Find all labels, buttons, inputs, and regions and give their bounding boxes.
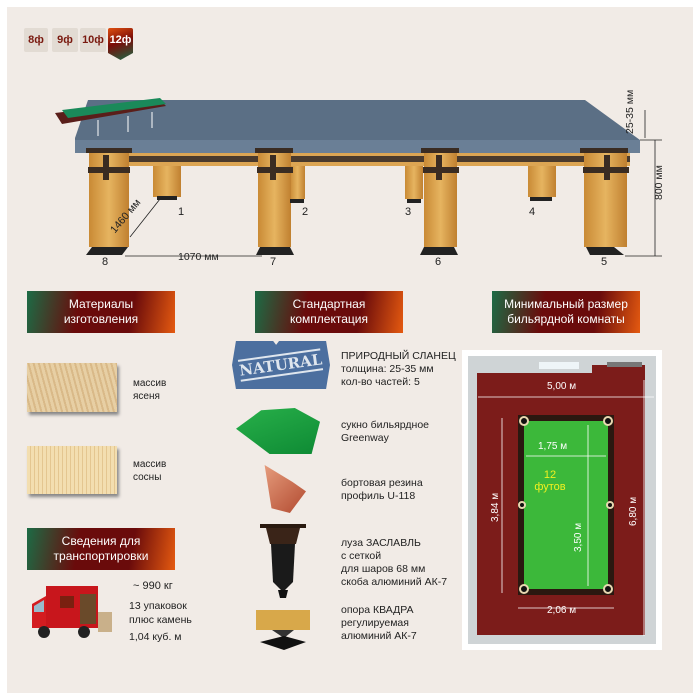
header-line: Минимальный размер <box>504 297 628 311</box>
table-height-label: 800 мм <box>653 165 665 200</box>
header-line: Сведения для <box>61 534 141 548</box>
leg-number: 8 <box>102 256 109 268</box>
size-tab-12ft[interactable]: 12ф <box>108 28 133 60</box>
room-plan <box>462 350 662 650</box>
room-length-label: 6,80 м <box>628 496 639 526</box>
natural-stamp: NATURAL <box>238 348 324 382</box>
line: кол-во частей: 5 <box>341 376 420 388</box>
leg-foot-image <box>256 610 310 650</box>
line: сосны <box>133 472 162 483</box>
table-illustration <box>55 98 662 257</box>
leg-length-spacing-label: 1070 мм <box>178 251 219 263</box>
transport-volume: 1,04 куб. м <box>129 631 182 643</box>
line: 12 <box>543 469 557 481</box>
line: алюминий АК-7 <box>341 630 417 642</box>
line: футов <box>534 481 566 493</box>
leg-number: 7 <box>270 256 277 268</box>
line: Greenway <box>341 432 389 444</box>
outer-width-label: 2,06 м <box>547 605 577 616</box>
leg-number: 1 <box>178 206 185 218</box>
outer-length-label: 3,84 м <box>490 492 501 522</box>
size-tab-8ft[interactable]: 8ф <box>24 28 48 52</box>
leg-number: 6 <box>435 256 442 268</box>
line: бортовая резина <box>341 477 423 489</box>
line: опора КВАДРА <box>341 604 414 616</box>
material-pine-label: массив сосны <box>133 458 166 484</box>
transport-packages: 13 упаковок <box>129 600 187 612</box>
line: массив <box>133 459 167 470</box>
header-line: транспортировки <box>53 549 149 563</box>
leg-number: 2 <box>302 206 309 218</box>
table-length-label: 3,50 м <box>573 522 584 552</box>
line: регулируемая <box>341 617 409 629</box>
line: сукно бильярдное <box>341 419 430 431</box>
leg-number: 4 <box>529 206 536 218</box>
slate-thickness-label: 25-35 мм <box>624 89 636 134</box>
pine-wood-sample <box>27 446 117 494</box>
table-width-label: 1,75 м <box>538 441 568 452</box>
line: с сеткой <box>341 550 382 562</box>
leg-number: 5 <box>601 256 608 268</box>
transport-plus-stone: плюс камень <box>129 614 192 626</box>
delivery-truck-image <box>32 586 112 638</box>
line: луза ЗАСЛАВЛЬ <box>341 537 421 549</box>
header-line: изготовления <box>63 312 139 326</box>
ash-wood-sample <box>27 363 117 412</box>
header-line: Материалы <box>68 297 134 311</box>
line: ПРИРОДНЫЙ СЛАНЕЦ <box>341 350 456 362</box>
size-tab-10ft[interactable]: 10ф <box>80 28 106 52</box>
room-width-label: 5,00 м <box>547 381 577 392</box>
leg-number: 3 <box>405 206 412 218</box>
header-line: Стандартная <box>292 297 366 311</box>
pocket-image <box>260 524 306 598</box>
size-tab-9ft[interactable]: 9ф <box>52 28 78 52</box>
line: толщина: 25-35 мм <box>341 363 434 375</box>
line: скоба алюминий АК-7 <box>341 576 448 588</box>
transport-weight: ~ 990 кг <box>133 580 173 592</box>
line: для шаров 68 мм <box>341 563 426 575</box>
header-line: бильярдной комнаты <box>507 312 625 326</box>
line: массив <box>133 378 167 389</box>
line: ясеня <box>133 391 160 402</box>
natural-slate-image: NATURAL <box>232 341 330 389</box>
header-line: комплектация <box>290 312 368 326</box>
line: профиль U-118 <box>341 490 416 502</box>
material-ash-label: массив ясеня <box>133 377 166 403</box>
